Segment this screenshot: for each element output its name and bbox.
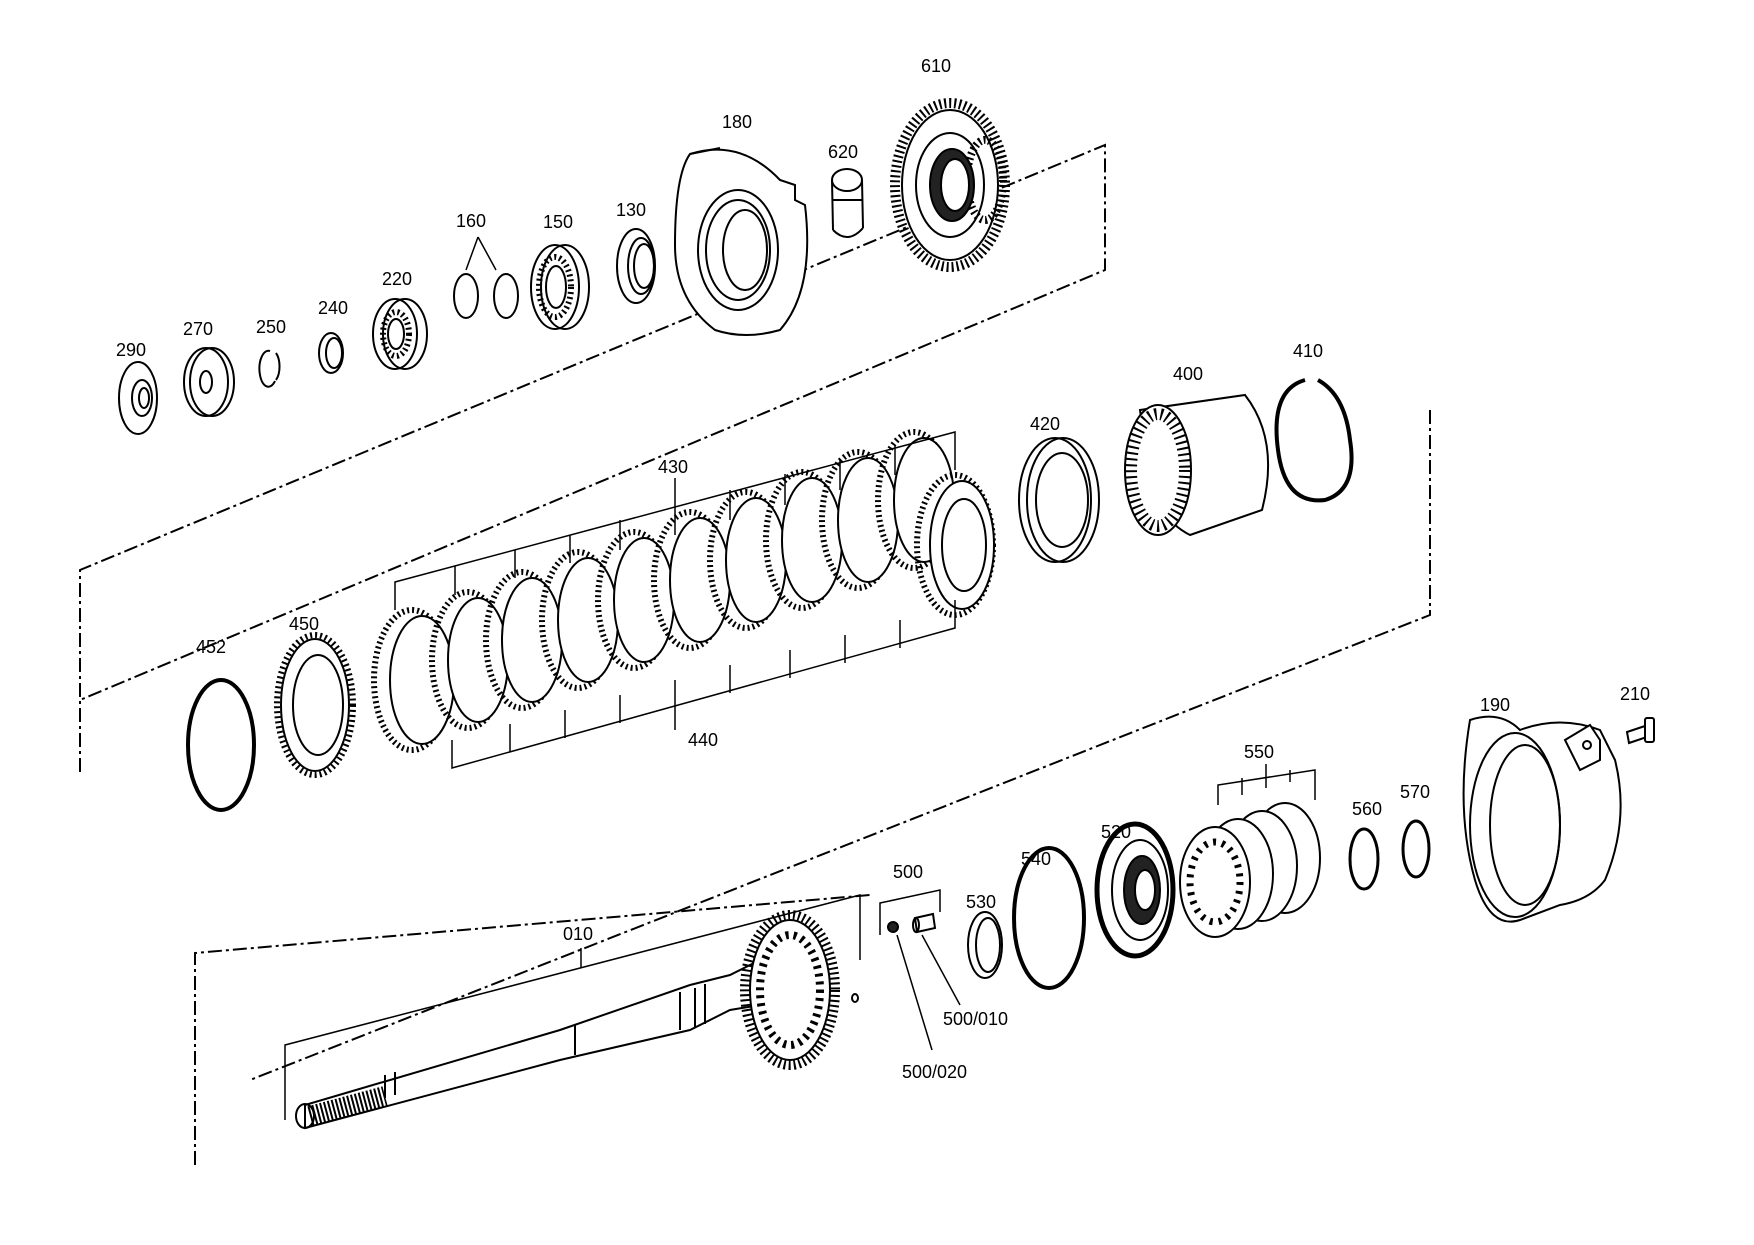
label-220: 220 [382, 269, 412, 289]
label-150: 150 [543, 212, 573, 232]
group-boundary-middle [79, 410, 1431, 1081]
part-190-housing[interactable] [1462, 715, 1622, 923]
leader-lines-440 [451, 600, 956, 769]
label-410: 410 [1293, 341, 1323, 361]
label-440: 440 [688, 730, 718, 750]
clutch-disc-pack[interactable] [371, 429, 996, 753]
part-500-pins[interactable] [879, 889, 941, 935]
leader-lines-430 [394, 431, 956, 610]
label-400: 400 [1173, 364, 1203, 384]
part-160-rings[interactable] [453, 273, 519, 319]
part-450-disc[interactable] [274, 632, 356, 778]
part-400-drum[interactable] [1124, 393, 1270, 537]
label-520: 520 [1101, 822, 1131, 842]
part-530-ring[interactable] [967, 911, 1003, 979]
label-290: 290 [116, 340, 146, 360]
label-240: 240 [318, 298, 348, 318]
part-420-disc[interactable] [1018, 437, 1100, 563]
part-010-shaft[interactable] [284, 894, 861, 1130]
label-160: 160 [456, 211, 486, 231]
part-452-ring[interactable] [186, 678, 256, 812]
leader-500-010 [921, 934, 961, 1006]
part-210-bolt[interactable] [1625, 717, 1655, 745]
part-570-ring[interactable] [1401, 819, 1431, 879]
label-210: 210 [1620, 684, 1650, 704]
part-610-gear[interactable] [890, 98, 1010, 272]
part-290-washer[interactable] [118, 361, 158, 435]
part-620-sleeve[interactable] [831, 168, 864, 238]
label-130: 130 [616, 200, 646, 220]
label-500-010: 500/010 [943, 1009, 1008, 1029]
part-180-cover[interactable] [673, 147, 809, 336]
label-610: 610 [921, 56, 951, 76]
label-430: 430 [658, 457, 688, 477]
part-520-piston[interactable] [1094, 821, 1176, 959]
leader-500-020 [896, 934, 933, 1051]
group-boundary-bottom [194, 894, 871, 1165]
label-570: 570 [1400, 782, 1430, 802]
label-540: 540 [1021, 849, 1051, 869]
label-180: 180 [722, 112, 752, 132]
label-420: 420 [1030, 414, 1060, 434]
label-450: 450 [289, 614, 319, 634]
part-240-ring[interactable] [318, 332, 344, 374]
label-500: 500 [893, 862, 923, 882]
label-550: 550 [1244, 742, 1274, 762]
part-150-bearing[interactable] [530, 244, 590, 330]
part-270-washer[interactable] [183, 347, 235, 417]
label-270: 270 [183, 319, 213, 339]
part-560-ring[interactable] [1348, 827, 1380, 891]
label-620: 620 [828, 142, 858, 162]
part-220-bearing[interactable] [372, 298, 428, 370]
label-530: 530 [966, 892, 996, 912]
label-250: 250 [256, 317, 286, 337]
label-500-020: 500/020 [902, 1062, 967, 1082]
part-130-ring[interactable] [616, 228, 656, 304]
label-452: 452 [196, 637, 226, 657]
label-560: 560 [1352, 799, 1382, 819]
part-250-snap-ring[interactable] [258, 349, 281, 388]
part-550-spring-pack[interactable] [1179, 764, 1321, 938]
leader-160 [465, 236, 497, 271]
part-540-ring[interactable] [1012, 846, 1086, 990]
part-410-ring[interactable] [1274, 378, 1354, 503]
label-010: 010 [563, 924, 593, 944]
label-190: 190 [1480, 695, 1510, 715]
